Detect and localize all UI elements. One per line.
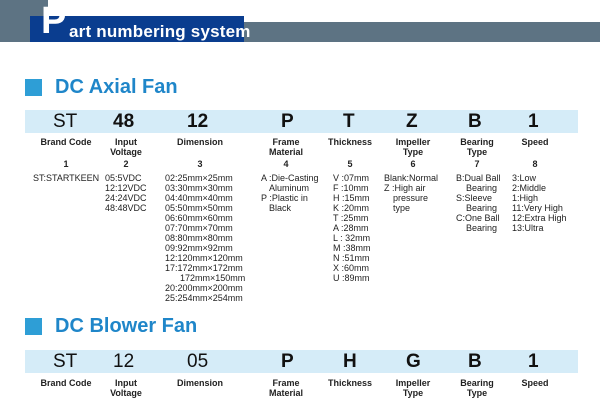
axial-value-dimension: 04:40mm×40mm (165, 193, 233, 203)
blower-label-speed: Speed (521, 378, 549, 388)
axial-value-dimension: 25:254mm×254mm (165, 293, 243, 303)
axial-value-frame: A :Die-Casting (261, 173, 319, 183)
axial-value-bearing: B:Dual Ball (456, 173, 501, 183)
axial-title-text: DC Axial Fan (55, 76, 178, 98)
axial-value-frame: Aluminum (269, 183, 310, 193)
axial-value-voltage: 05:5VDC (105, 173, 142, 183)
axial-label-dimension: Dimension (176, 137, 223, 147)
axial-value-speed: 3:Low (512, 173, 537, 183)
axial-label-voltage: Input Voltage (110, 137, 142, 157)
axial-num-3: 3 (197, 159, 203, 169)
axial-value-dimension: 172mm×150mm (180, 273, 246, 283)
blower-label-voltage: Input Voltage (110, 378, 142, 398)
axial-value-dimension: 06:60mm×60mm (165, 213, 233, 223)
axial-label-speed: Speed (521, 137, 549, 147)
axial-code-dimension: 12 (187, 111, 209, 132)
page-title: art numbering system (69, 22, 251, 41)
axial-value-bearing: S:Sleeve (456, 193, 493, 203)
axial-code-voltage: 48 (113, 111, 135, 132)
axial-value-thickness: F :10mm (333, 183, 369, 193)
axial-num-8: 8 (532, 159, 538, 169)
axial-value-impeller: type (393, 203, 411, 213)
axial-value-frame: P :Plastic in (261, 193, 308, 203)
blower-code-bearing: B (468, 351, 482, 372)
axial-code-bearing: B (468, 111, 482, 132)
axial-value-speed: 13:Ultra (512, 223, 544, 233)
header-initial: P (41, 0, 67, 42)
axial-value-speed: 12:Extra High (512, 213, 567, 223)
blower-label-dimension: Dimension (176, 378, 223, 388)
axial-value-dimension: 05:50mm×50mm (165, 203, 233, 213)
axial-value-bearing: Bearing (466, 223, 498, 233)
axial-code-brand: ST (53, 111, 78, 132)
blower-label-frame: Frame Material (268, 378, 303, 398)
axial-value-dimension: 03:30mm×30mm (165, 183, 233, 193)
axial-value-thickness: T :25mm (333, 213, 369, 223)
blower-label-brand: Brand Code (40, 378, 92, 388)
blower-title-text: DC Blower Fan (55, 315, 198, 337)
axial-code-thickness: T (343, 111, 355, 132)
axial-value-thickness: X :60mm (333, 263, 370, 273)
axial-value-dimension: 17:172mm×172mm (165, 263, 243, 273)
axial-label-frame: Frame Material (268, 137, 303, 157)
axial-label-bearing: Bearing Type (460, 137, 494, 157)
axial-value-brand: ST:STARTKEEN (33, 173, 100, 183)
blower-label-bearing: Bearing Type (460, 378, 494, 398)
axial-value-thickness: A :28mm (333, 223, 369, 233)
blower-code-dimension: 05 (187, 351, 209, 372)
blower-code-bar: ST 12 05 P H G B 1 (25, 350, 578, 373)
axial-num-1: 1 (63, 159, 69, 169)
axial-value-thickness: V :07mm (333, 173, 370, 183)
axial-value-speed: 11:Very High (512, 203, 563, 213)
section-square-icon (25, 318, 42, 335)
axial-value-impeller: Blank:Normal (384, 173, 439, 183)
axial-label-impeller: Impeller Type (395, 137, 431, 157)
axial-value-voltage: 12:12VDC (105, 183, 147, 193)
axial-value-thickness: K :20mm (333, 203, 370, 213)
axial-value-impeller: pressure (393, 193, 429, 203)
axial-value-dimension: 02:25mm×25mm (165, 173, 233, 183)
axial-value-frame: Black (269, 203, 292, 213)
axial-value-thickness: M :38mm (333, 243, 371, 253)
axial-value-thickness: U :89mm (333, 273, 370, 283)
blower-code-voltage: 12 (113, 351, 135, 372)
axial-value-thickness: N :51mm (333, 253, 370, 263)
axial-value-dimension: 07:70mm×70mm (165, 223, 233, 233)
axial-value-impeller: Z :High air (384, 183, 426, 193)
header-title-tab (30, 16, 244, 42)
axial-value-dimension: 08:80mm×80mm (165, 233, 233, 243)
axial-value-dimension: 12:120mm×120mm (165, 253, 243, 263)
axial-value-bearing: Bearing (466, 183, 498, 193)
axial-value-dimension: 20:200mm×200mm (165, 283, 243, 293)
blower-label-impeller: Impeller Type (395, 378, 431, 398)
blower-code-speed: 1 (528, 351, 539, 372)
axial-code-frame: P (281, 111, 294, 132)
blower-code-brand: ST (53, 351, 78, 372)
blower-code-frame: P (281, 351, 294, 372)
axial-value-voltage: 48:48VDC (105, 203, 147, 213)
axial-num-4: 4 (283, 159, 289, 169)
section-square-icon (25, 79, 42, 96)
axial-num-7: 7 (474, 159, 480, 169)
axial-value-bearing: C:One Ball (456, 213, 500, 223)
axial-value-voltage: 24:24VDC (105, 193, 147, 203)
axial-value-dimension: 09:92mm×92mm (165, 243, 233, 253)
page-header: P art numbering system (0, 0, 600, 56)
axial-value-speed: 2:Middle (512, 183, 547, 193)
axial-code-bar: ST 48 12 P T Z B 1 (25, 110, 578, 133)
axial-num-6: 6 (410, 159, 416, 169)
axial-num-2: 2 (123, 159, 129, 169)
blower-code-impeller: G (406, 351, 421, 372)
axial-value-bearing: Bearing (466, 203, 498, 213)
blower-label-thickness: Thickness (327, 378, 373, 388)
axial-num-5: 5 (347, 159, 353, 169)
axial-label-thickness: Thickness (327, 137, 373, 147)
axial-label-brand: Brand Code (40, 137, 92, 147)
blower-code-thickness: H (343, 351, 357, 372)
axial-code-speed: 1 (528, 111, 539, 132)
axial-code-impeller: Z (406, 111, 418, 132)
axial-value-thickness: H :15mm (333, 193, 370, 203)
axial-value-speed: 1:High (512, 193, 539, 203)
axial-value-thickness: L : 32mm (333, 233, 371, 243)
